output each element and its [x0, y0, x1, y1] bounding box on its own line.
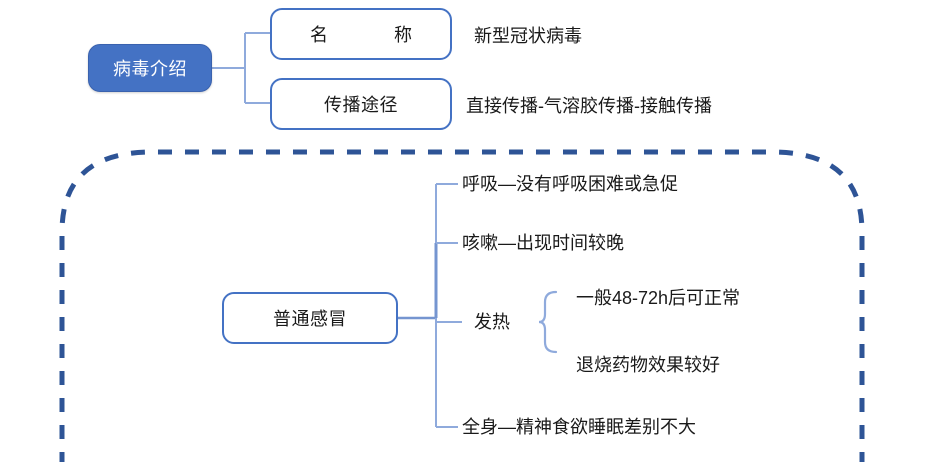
- branch-label-breathing: 呼吸—没有呼吸困难或急促: [462, 174, 678, 194]
- branch-label-fever: 发热: [474, 312, 510, 332]
- node-virus-intro-label: 病毒介绍: [113, 59, 187, 79]
- value-virus-name: 新型冠状病毒: [474, 26, 582, 46]
- node-common-cold[interactable]: 普通感冒: [222, 292, 398, 344]
- dashed-enclosure-border: [59, 149, 865, 462]
- node-common-cold-label: 普通感冒: [273, 309, 347, 329]
- fever-curly-brace: [538, 290, 558, 354]
- node-name-label: 名 称: [310, 25, 422, 45]
- branch-label-cough: 咳嗽—出现时间较晚: [462, 233, 624, 253]
- node-virus-intro[interactable]: 病毒介绍: [88, 44, 212, 92]
- node-transmission[interactable]: 传播途径: [270, 78, 452, 130]
- node-name[interactable]: 名 称: [270, 8, 452, 60]
- sub-label-fever-medicine: 退烧药物效果较好: [576, 355, 720, 375]
- branch-label-wholebody: 全身—精神食欲睡眠差别不大: [462, 417, 696, 437]
- node-transmission-label: 传播途径: [324, 95, 398, 115]
- sub-label-fever-normal: 一般48-72h后可正常: [576, 288, 741, 308]
- value-transmission-routes: 直接传播-气溶胶传播-接触传播: [466, 96, 712, 116]
